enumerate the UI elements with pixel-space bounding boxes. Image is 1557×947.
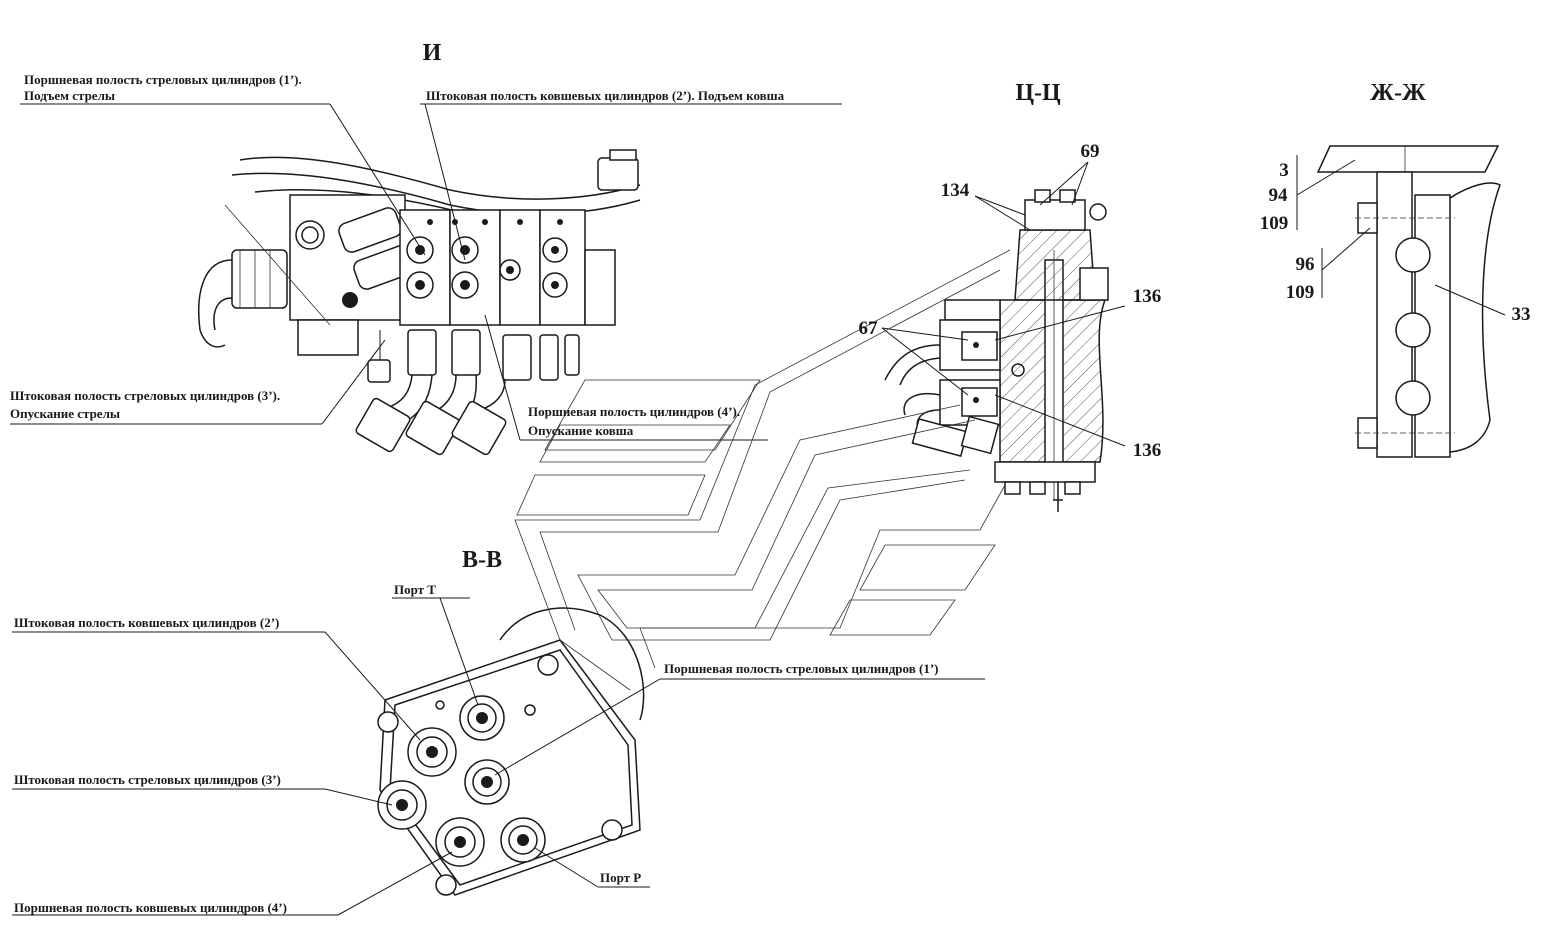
port-fitting-t — [459, 695, 505, 741]
label-3: 3 — [1279, 160, 1289, 181]
label-port-t: Порт Т — [394, 582, 436, 597]
view-zhzh-leaders — [1296, 155, 1506, 316]
label-rod-boom-3-line1: Штоковая полость стреловых цилиндров (3’… — [10, 388, 280, 403]
view-zhzh-title: Ж-Ж — [1370, 80, 1426, 106]
label-vv-piston-boom-1: Поршневая полость стреловых цилиндров (1… — [664, 661, 938, 676]
port-fitting-1 — [464, 759, 510, 805]
label-69: 69 — [1081, 141, 1100, 162]
port-fitting-3 — [377, 780, 427, 830]
view-tsts-title: Ц-Ц — [1015, 80, 1061, 106]
label-piston-bucket-4-line2: Опускание ковша — [528, 423, 634, 438]
label-rod-bucket-2: Штоковая полость ковшевых цилиндров (2’)… — [426, 88, 785, 103]
label-33: 33 — [1512, 304, 1531, 325]
label-port-p: Порт Р — [600, 870, 641, 885]
valve-section-4 — [539, 209, 586, 326]
view-vv-title: В-В — [462, 547, 502, 573]
valve-end-cap — [584, 249, 616, 326]
label-109-top: 109 — [1260, 213, 1289, 234]
label-rod-boom-3-line2: Опускание стрелы — [10, 406, 120, 421]
label-96: 96 — [1296, 254, 1315, 275]
view-i-leaders — [10, 103, 842, 441]
view-vv-leaders — [12, 597, 985, 916]
label-vv-rod-boom-3: Штоковая полость стреловых цилиндров (3’… — [14, 772, 281, 787]
view-vv-drawing — [377, 607, 645, 896]
port-fitting-p — [500, 817, 546, 863]
view-zhzh-drawing — [1316, 145, 1501, 458]
label-piston-boom-1-line2: Подъем стрелы — [24, 88, 115, 103]
view-i-drawing — [198, 149, 641, 456]
label-vv-rod-bucket-2: Штоковая полость ковшевых цилиндров (2’) — [14, 615, 279, 630]
label-136-bottom: 136 — [1133, 440, 1162, 461]
hose-routing — [514, 249, 1011, 691]
label-67: 67 — [859, 318, 879, 339]
label-piston-boom-1-line1: Поршневая полость стреловых цилиндров (1… — [24, 72, 302, 87]
view-i-title: И — [423, 40, 442, 66]
view-tsts-drawing — [884, 189, 1109, 512]
label-136-top: 136 — [1133, 286, 1162, 307]
label-94: 94 — [1269, 185, 1289, 206]
valve-section-2 — [449, 209, 501, 326]
label-piston-bucket-4-line1: Поршневая полость цилиндров (4’). — [528, 404, 740, 419]
label-134: 134 — [941, 180, 970, 201]
label-109-bottom: 109 — [1286, 282, 1315, 303]
label-vv-piston-bucket-4: Поршневая полость ковшевых цилиндров (4’… — [14, 900, 287, 915]
view-tsts-leaders — [881, 161, 1126, 447]
port-fitting-4 — [435, 817, 485, 867]
